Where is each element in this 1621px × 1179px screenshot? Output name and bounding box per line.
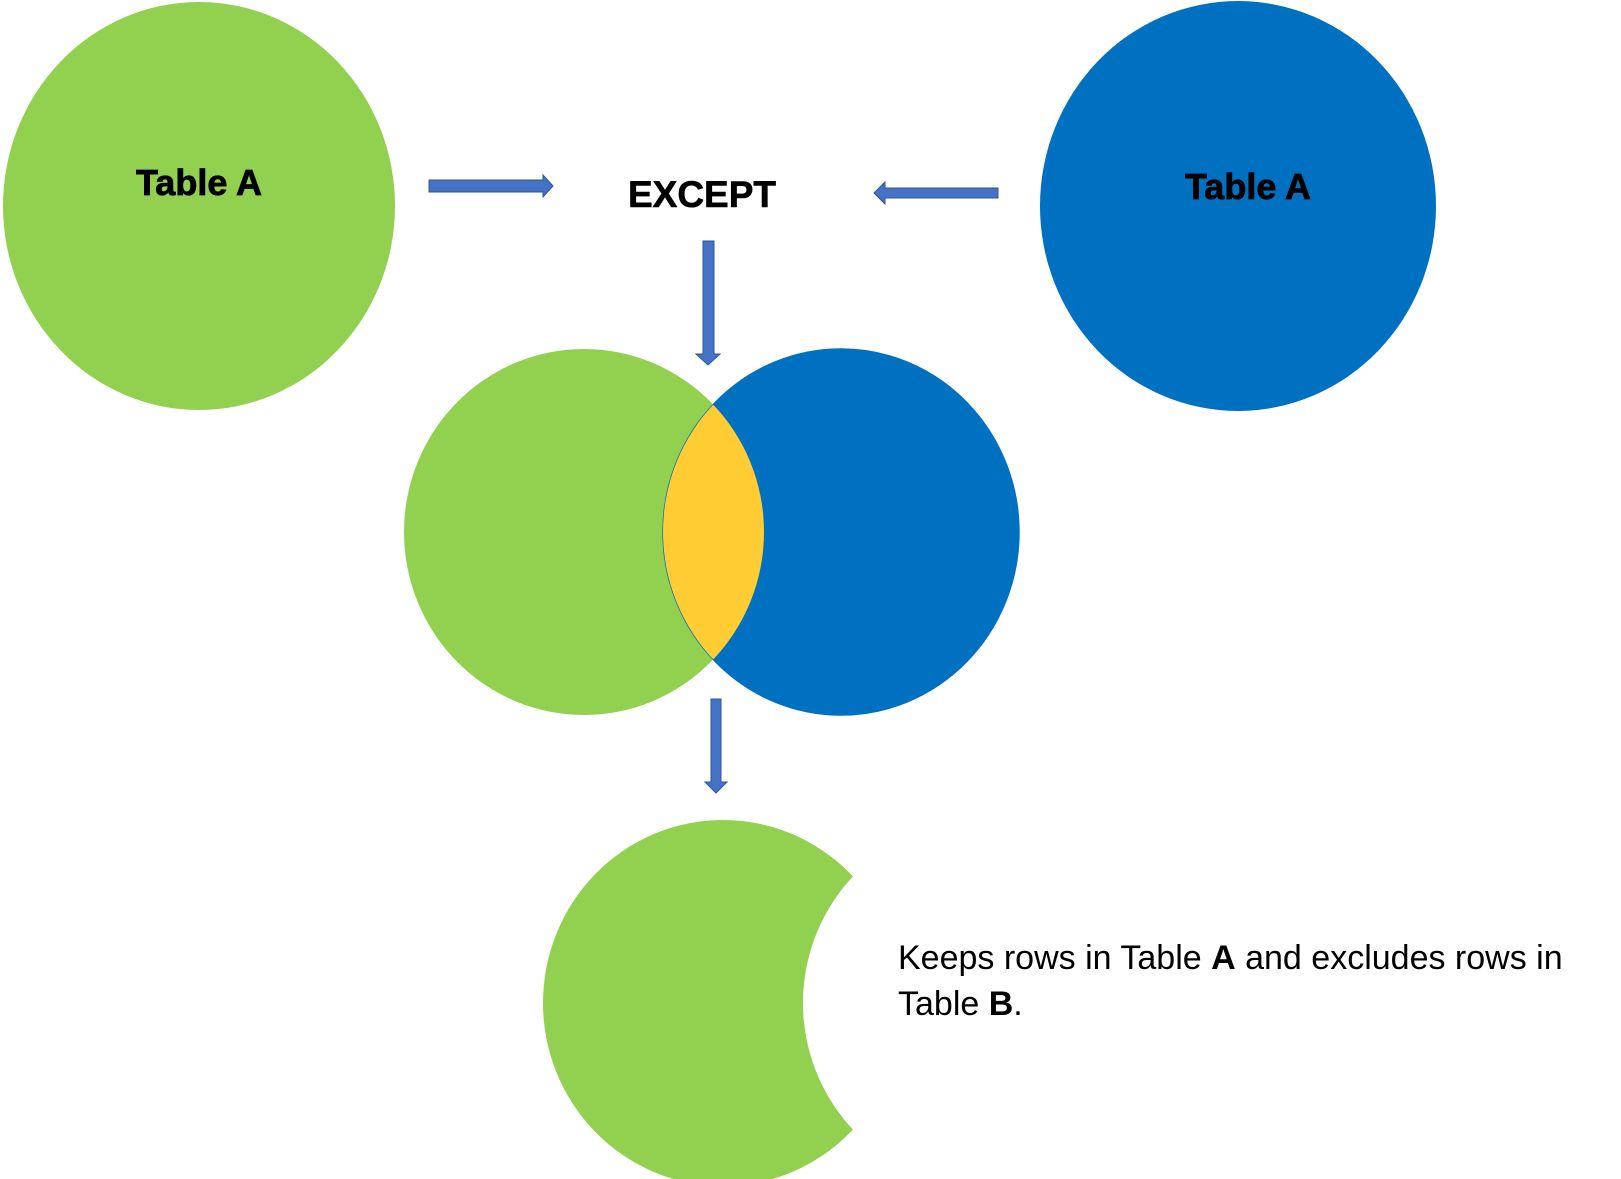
left-arrow-icon [873,180,999,206]
except-operator-label: EXCEPT [628,174,776,215]
caption-bold-a: A [1211,939,1236,977]
down-arrow-icon [703,698,729,794]
table-b-label: Table A [1185,166,1311,207]
table-b-circle: Table A [1040,1,1436,411]
caption-text: . [1013,985,1023,1023]
caption-bold-b: B [988,985,1014,1023]
table-a-circle: Table A [3,2,395,410]
caption-text: Keeps rows in Table [898,939,1212,977]
right-arrow-icon [428,173,554,199]
down-arrow-icon [694,240,722,366]
result-caption: Keeps rows in Table A and excludes rows … [898,935,1598,1027]
except-result-shape [543,820,853,1179]
caption-text: and excludes rows in Table [898,939,1563,1023]
table-a-label: Table A [136,162,262,203]
venn-diagram [404,348,1020,716]
venn-table-a-circle [404,349,764,715]
